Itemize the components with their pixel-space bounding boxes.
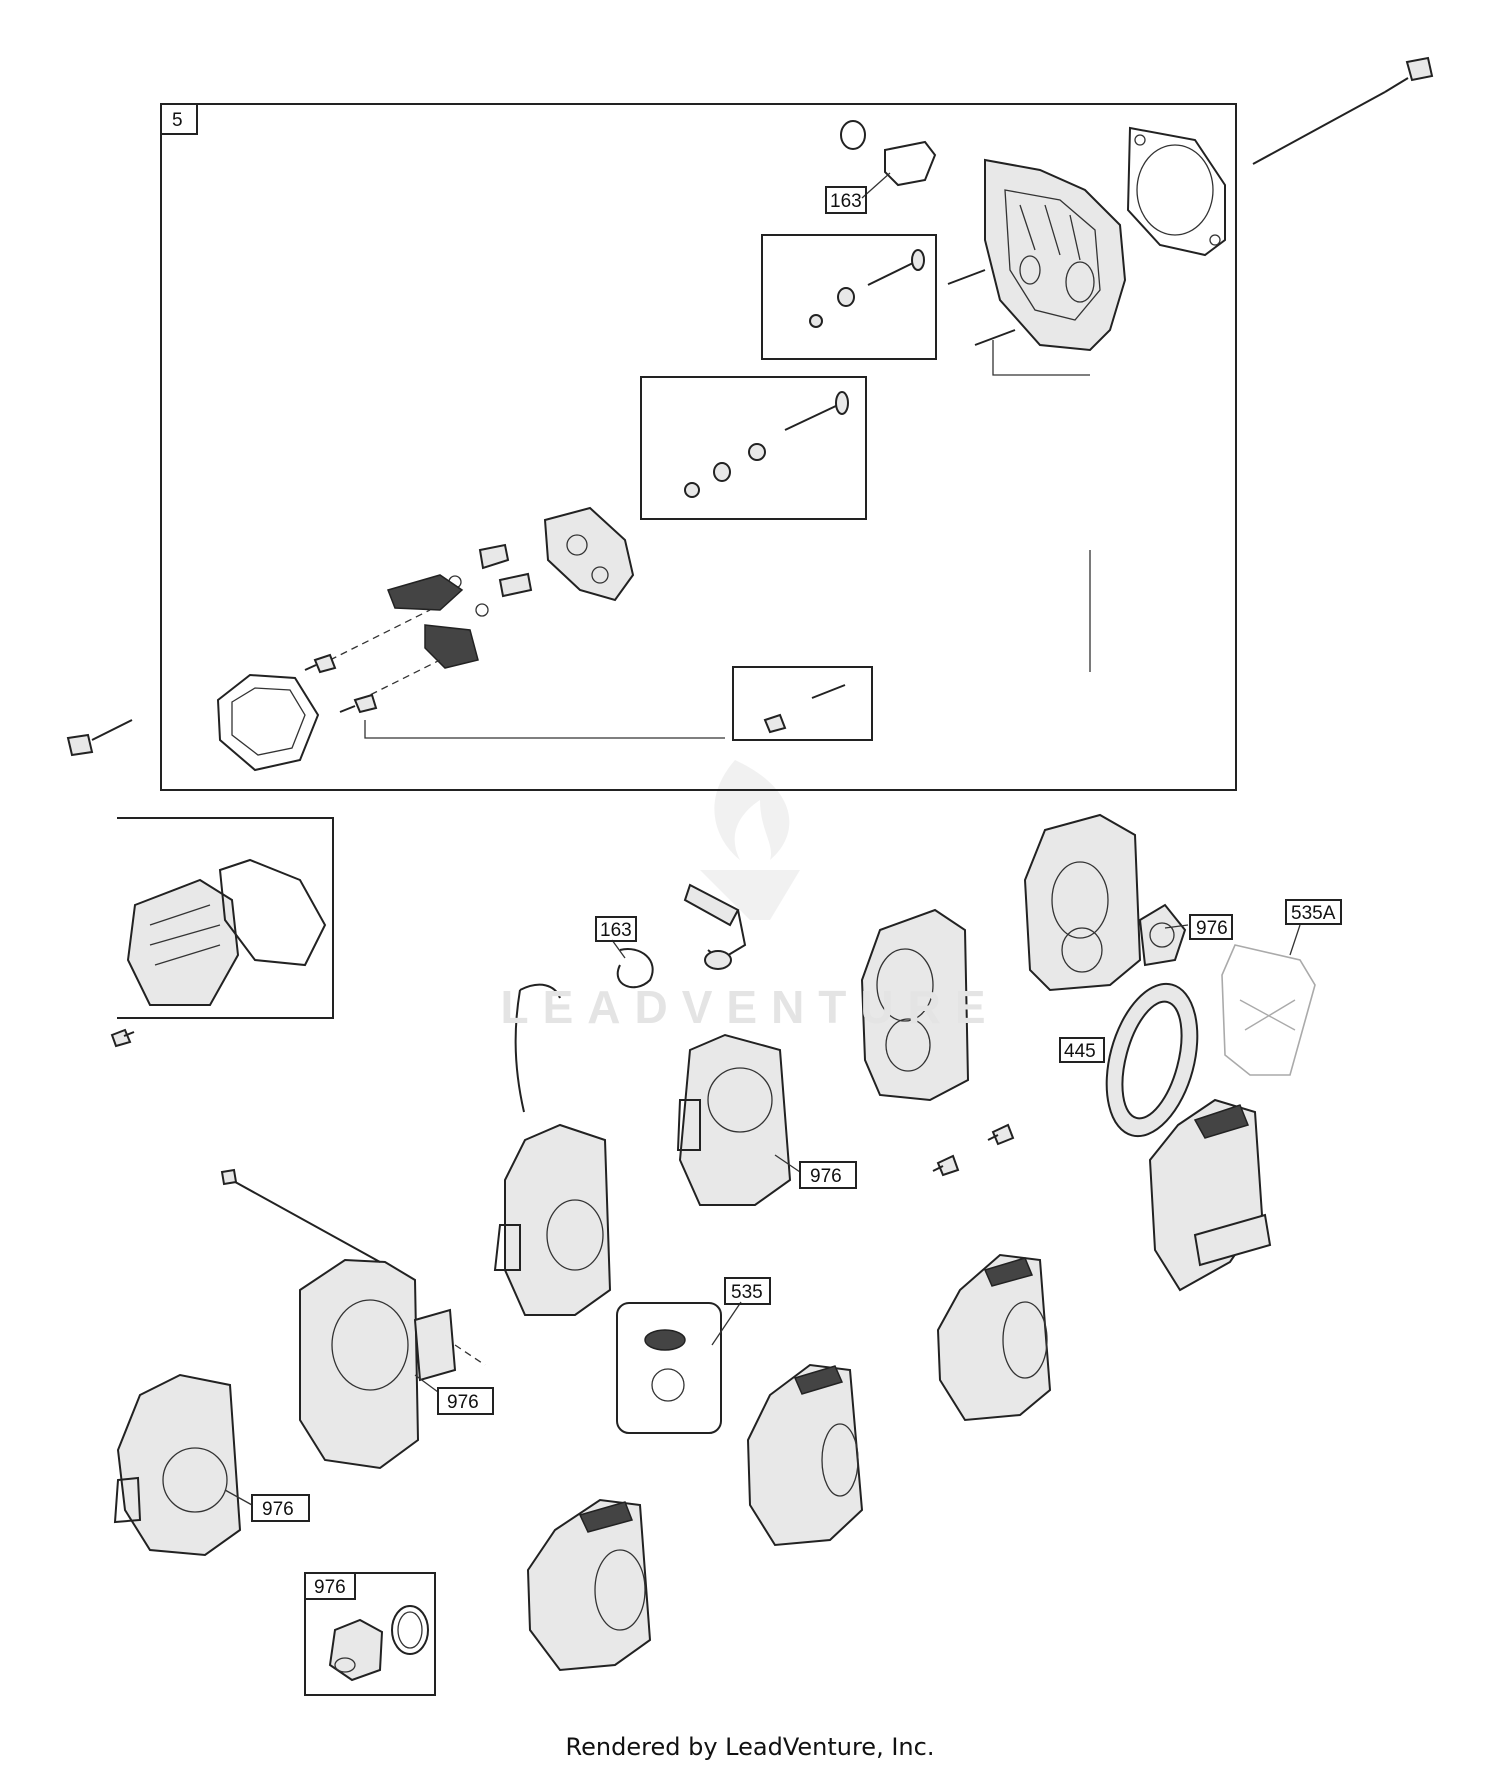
air-cleaner-base-middle-right <box>860 908 970 1102</box>
label-976-center: 976 <box>810 1166 842 1187</box>
label-163-top: 163 <box>830 191 862 212</box>
label-976-top-right: 976 <box>1196 918 1228 939</box>
air-cleaner-cover-middle <box>936 1253 1052 1422</box>
rocker-stud-kit <box>763 684 846 734</box>
exhaust-valve <box>809 249 925 328</box>
pleated-air-filter <box>1105 982 1199 1138</box>
valve-kit-box-1 <box>761 234 937 360</box>
label-group-5: 5 <box>172 110 183 131</box>
hose-clamp <box>616 948 654 989</box>
valve-springs <box>448 543 533 617</box>
valve-cover-box <box>117 817 334 1019</box>
valve-cover-gasket <box>218 858 327 967</box>
label-163-middle: 163 <box>600 920 632 941</box>
air-cleaner-base-left <box>220 1168 486 1470</box>
valve-kit-box-2 <box>640 376 867 520</box>
air-cleaner-base-left-center <box>493 1123 612 1316</box>
band-clamp <box>391 1605 429 1655</box>
rain-cap <box>328 1618 384 1682</box>
callout-labels: 5 163 163 976 535A 445 976 535 976 976 9… <box>172 110 1342 1600</box>
air-cleaner-base-top-right <box>1023 813 1187 992</box>
air-cleaner-cover-center <box>746 1363 864 1547</box>
cup-clamp-box <box>304 1572 436 1696</box>
rocker-arms <box>329 574 479 701</box>
air-cleaner-base-bottom-left <box>113 1373 242 1557</box>
label-976-box: 976 <box>314 1577 346 1598</box>
cover-screw <box>110 1028 135 1048</box>
label-976-bottom-left: 976 <box>262 1499 294 1520</box>
long-bolt-left <box>66 719 133 757</box>
rocker-studs <box>304 653 725 739</box>
intake-gasket <box>884 140 937 187</box>
label-535: 535 <box>731 1282 763 1303</box>
label-976-left: 976 <box>447 1392 479 1413</box>
pre-cleaner-535A <box>1221 944 1316 1076</box>
rocker-stud-box <box>732 666 873 741</box>
callout-leaders <box>224 172 1301 1506</box>
air-cleaner-cover-bottom <box>526 1498 652 1672</box>
group-5-label-box <box>160 103 198 135</box>
breather-tube <box>514 989 525 1113</box>
group-5-box <box>160 103 1237 791</box>
valve-cover-gasket-top <box>216 673 320 772</box>
o-ring <box>840 120 866 150</box>
footer-credit: Rendered by LeadVenture, Inc. <box>565 1733 935 1761</box>
leadventure-logo-watermark <box>700 760 800 920</box>
label-445: 445 <box>1064 1041 1096 1062</box>
air-cleaner-cover-right <box>1148 1098 1272 1292</box>
label-535A: 535A <box>1291 903 1336 924</box>
rocker-plate <box>543 506 635 602</box>
cylinder-head <box>984 158 1127 352</box>
head-studs <box>947 269 1090 376</box>
head-gasket <box>1126 126 1226 257</box>
watermark-text: LEADVENTURE <box>500 981 1000 1033</box>
foam-filter-535 <box>616 1302 722 1434</box>
intake-valve <box>684 391 849 498</box>
air-cleaner-base-center <box>676 1033 792 1206</box>
valve-cover <box>126 878 240 1006</box>
long-bolt-top <box>1252 56 1434 165</box>
breather-elbow <box>683 883 747 970</box>
mounting-screws <box>932 1123 1015 1177</box>
